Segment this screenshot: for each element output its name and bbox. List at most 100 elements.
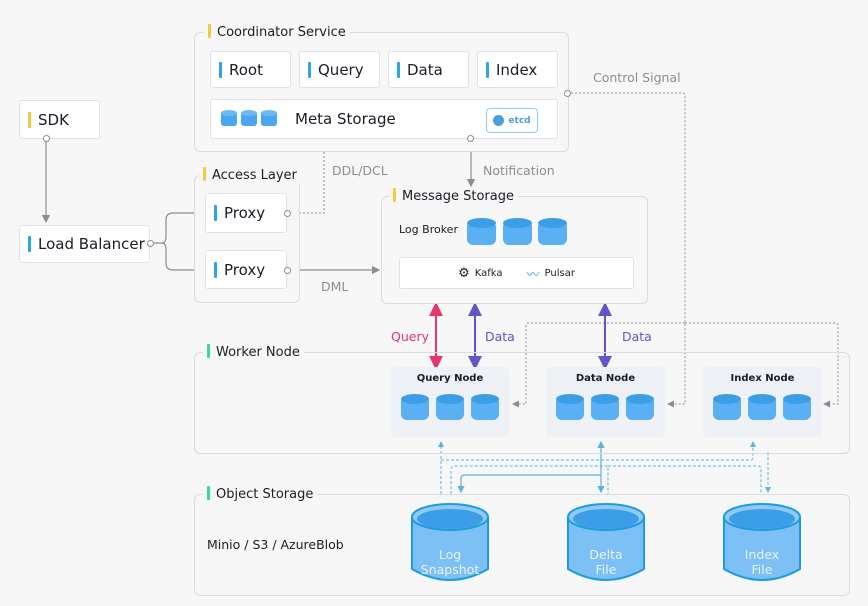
index-label: Index [496, 60, 538, 79]
etcd-badge: etcd [486, 108, 538, 133]
query-edge-label: Query [391, 329, 429, 344]
load-balancer-accent-bar [28, 236, 31, 252]
sdk-label: SDK [38, 110, 69, 129]
access-layer-title-text: Access Layer [212, 168, 297, 183]
coordinator-index[interactable]: Index [477, 51, 558, 88]
database-icon [503, 218, 532, 245]
control-signal-label: Control Signal [593, 70, 681, 85]
access-layer-title: Access Layer [199, 167, 301, 183]
data-accent-bar [397, 61, 400, 78]
control-signal-port [564, 90, 571, 97]
log-broker-label: Log Broker [399, 223, 458, 236]
meta-storage-db-icons [221, 110, 277, 126]
coordinator-service-title: Coordinator Service [204, 24, 350, 40]
broker-options-box: ⚙ Kafka 〰 Pulsar [399, 257, 634, 289]
data-edge-label-1: Data [485, 329, 515, 344]
store-line2: Snapshot [420, 562, 480, 577]
store-line1: Index [744, 547, 780, 562]
log-broker-db-icons [467, 218, 567, 245]
data-label: Data [407, 60, 443, 79]
index-file-loop-edge [608, 465, 762, 494]
etcd-icon [493, 115, 505, 126]
index-snapshot-edge [441, 441, 756, 461]
proxy-2-port [284, 267, 291, 274]
message-storage-accent-bar [393, 188, 396, 202]
query-accent-bar [308, 61, 311, 78]
root-accent-bar [219, 61, 222, 78]
query-label: Query [318, 60, 364, 79]
index-accent-bar [486, 61, 489, 78]
database-icon [221, 110, 237, 126]
meta-storage-box[interactable]: Meta Storage etcd [210, 99, 558, 139]
coordinator-accent-bar [208, 24, 211, 38]
load-balancer-box[interactable]: Load Balancer [19, 225, 150, 263]
kafka-item[interactable]: ⚙ Kafka [458, 266, 502, 281]
object-storage-accent-bar [207, 486, 210, 500]
pulsar-label: Pulsar [544, 267, 575, 279]
data-node-to-snapshot-edge [457, 474, 601, 494]
kafka-label: Kafka [474, 267, 503, 279]
coordinator-query[interactable]: Query [299, 51, 380, 88]
store-line2: File [751, 562, 773, 577]
index-node[interactable]: Index Node [703, 367, 822, 437]
load-balancer-label: Load Balancer [38, 235, 145, 253]
coordinator-root[interactable]: Root [210, 51, 291, 88]
storage-backends-label: Minio / S3 / AzureBlob [207, 537, 344, 552]
dml-label: DML [321, 279, 349, 294]
kafka-icon: ⚙ [458, 265, 470, 281]
lb-to-proxy2-edge [161, 242, 204, 275]
database-icon [241, 110, 257, 126]
store-line2: File [595, 562, 617, 577]
message-storage-title: Message Storage [389, 188, 518, 204]
query-node[interactable]: Query Node [391, 367, 509, 437]
database-icon [467, 218, 496, 245]
proxy-1[interactable]: Proxy [205, 193, 287, 233]
store-line1: Log [438, 547, 462, 562]
sdk-port [43, 135, 50, 142]
query-node-label: Query Node [416, 373, 484, 384]
cylinder-icon [567, 503, 645, 581]
proxy-2[interactable]: Proxy [205, 250, 287, 289]
snapshot-loop-edge [450, 465, 609, 494]
cylinder-icon [411, 503, 489, 581]
ddl-dcl-label: DDL/DCL [332, 163, 388, 178]
object-storage-title-text: Object Storage [216, 487, 314, 502]
coordinator-data[interactable]: Data [388, 51, 469, 88]
load-balancer-port [147, 240, 154, 247]
database-icon [538, 218, 567, 245]
ddl-dcl-edge [291, 141, 328, 214]
control-signal-query-edge [512, 322, 685, 408]
proxy-1-port [284, 210, 291, 217]
proxy-1-label: Proxy [224, 204, 266, 222]
worker-node-group [194, 352, 850, 454]
sdk-accent-bar [28, 111, 31, 128]
proxy-2-label: Proxy [224, 260, 266, 279]
pulsar-item[interactable]: 〰 Pulsar [527, 264, 575, 283]
meta-storage-label: Meta Storage [295, 110, 396, 128]
control-signal-edge [571, 92, 686, 408]
control-signal-index-edge [685, 322, 839, 408]
worker-node-title-text: Worker Node [216, 345, 300, 360]
data-edge-label-2: Data [622, 329, 652, 344]
database-icon [261, 110, 277, 126]
proxy-2-accent-bar [214, 261, 217, 278]
worker-node-title: Worker Node [203, 344, 304, 360]
notification-port [467, 135, 474, 142]
sdk-box[interactable]: SDK [19, 100, 100, 139]
pulsar-icon: 〰 [526, 267, 540, 283]
store-line1: Delta [589, 547, 623, 562]
data-node[interactable]: Data Node [546, 367, 665, 437]
cylinder-icon [723, 503, 801, 581]
etcd-label: etcd [508, 115, 531, 126]
lb-to-proxy1-edge [154, 208, 204, 244]
notification-label: Notification [483, 163, 555, 178]
coordinator-title-text: Coordinator Service [217, 25, 346, 40]
data-node-label: Data Node [575, 373, 636, 384]
